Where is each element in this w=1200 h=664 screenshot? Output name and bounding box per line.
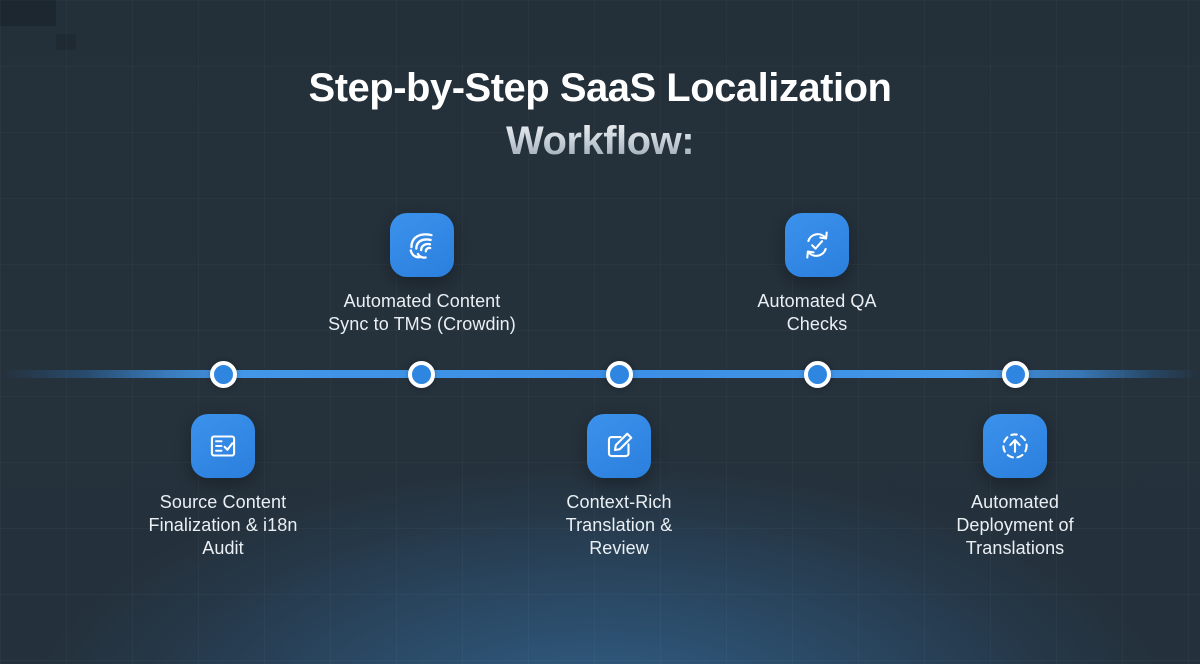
timeline-dot-3 <box>606 361 633 388</box>
timeline-line <box>0 370 1200 378</box>
step-source-content-finalization: Source Content Finalization & i18n Audit <box>134 414 312 560</box>
checklist-icon <box>191 414 255 478</box>
step-label: Automated Content Sync to TMS (Crowdin) <box>328 291 516 334</box>
step-automated-content-sync: Automated Content Sync to TMS (Crowdin) <box>321 213 523 336</box>
step-automated-deployment: Automated Deployment of Translations <box>952 414 1078 560</box>
step-label: Context-Rich Translation & Review <box>565 492 673 558</box>
step-label: Source Content Finalization & i18n Audit <box>148 492 298 558</box>
step-label: Automated Deployment of Translations <box>956 492 1074 558</box>
sync-check-icon <box>785 213 849 277</box>
step-label: Automated QA Checks <box>757 291 877 334</box>
step-context-rich-translation: Context-Rich Translation & Review <box>553 414 685 560</box>
timeline-dot-2 <box>408 361 435 388</box>
title-line-2: Workflow: <box>505 119 695 163</box>
background-patch <box>56 34 76 50</box>
timeline-dot-4 <box>804 361 831 388</box>
background-patch <box>0 0 56 26</box>
crowdin-icon <box>390 213 454 277</box>
title-line-1: Step-by-Step SaaS Localization <box>308 66 892 110</box>
upload-arrow-icon <box>983 414 1047 478</box>
timeline-dot-1 <box>210 361 237 388</box>
step-automated-qa-checks: Automated QA Checks <box>746 213 888 336</box>
edit-icon <box>587 414 651 478</box>
timeline-dot-5 <box>1002 361 1029 388</box>
